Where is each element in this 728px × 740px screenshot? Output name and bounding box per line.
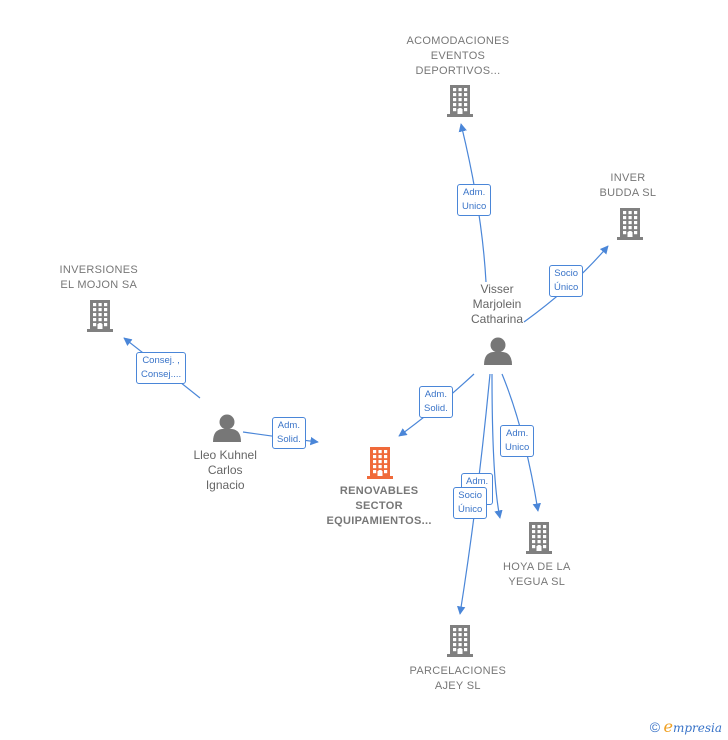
edge-label-line: Consej.... — [141, 369, 182, 380]
node-label-line: DEPORTIVOS... — [415, 65, 501, 77]
copyright-icon: © — [649, 719, 661, 735]
brand-logo: empresia — [663, 717, 722, 736]
node-label-line: INVER — [610, 172, 646, 184]
node-label-line: BUDDA SL — [599, 187, 657, 199]
node-label-line: SECTOR — [355, 500, 403, 512]
edge-label-line: Consej. , — [142, 355, 180, 366]
node-label-line: Marjolein — [472, 297, 522, 311]
person-icon[interactable] — [484, 337, 512, 366]
edge-label-visser-hoya[interactable]: Adm. Unico — [500, 425, 535, 457]
edge-label-line: Adm. — [466, 476, 489, 487]
edge-label-line: Unico — [505, 442, 530, 453]
node-label-line: EVENTOS — [430, 50, 486, 62]
node-label-inversiones-mojon[interactable]: INVERSIONES EL MOJON SA — [60, 263, 139, 293]
footer-brand[interactable]: © empresia — [650, 717, 722, 736]
building-icon[interactable] — [447, 85, 473, 117]
building-icon[interactable] — [87, 300, 113, 332]
node-label-line: PARCELACIONES — [409, 665, 507, 677]
edge-label-line: Solid. — [277, 434, 301, 445]
node-label-line: Carlos — [207, 463, 243, 477]
building-icon[interactable] — [367, 447, 393, 479]
node-label-line: Catharina — [471, 312, 524, 326]
building-icon[interactable] — [447, 625, 473, 657]
edge-label-line: Adm. — [463, 187, 486, 198]
building-icon[interactable] — [617, 208, 643, 240]
node-label-line: AJEY SL — [434, 680, 481, 692]
node-label-line: HOYA DE LA — [503, 561, 571, 573]
edge-label-line: Único — [458, 504, 483, 515]
node-label-line: YEGUA SL — [508, 576, 566, 588]
edge-label-lleo-renovables[interactable]: Adm. Solid. — [272, 417, 306, 449]
edge-label-line: Adm. — [506, 428, 529, 439]
edge-label-line: Socio — [554, 268, 579, 279]
building-icon[interactable] — [526, 522, 552, 554]
edge-label-line: Adm. — [277, 420, 300, 431]
edge-label-line: Unico — [462, 201, 487, 212]
node-label-renovables[interactable]: RENOVABLES SECTOR EQUIPAMIENTOS... — [327, 484, 432, 529]
edge-label-lleo-mojon[interactable]: Consej. , Consej.... — [136, 352, 187, 384]
nodes-layer — [87, 85, 643, 657]
edge-label-visser-acomodaciones[interactable]: Adm. Unico — [457, 184, 492, 216]
node-label-line: EQUIPAMIENTOS... — [326, 515, 432, 527]
node-label-line: Ignacio — [205, 478, 245, 492]
node-label-line: INVERSIONES — [59, 264, 138, 276]
node-label-line: EL MOJON SA — [60, 279, 138, 291]
node-label-line: RENOVABLES — [339, 485, 419, 497]
node-label-parcelaciones[interactable]: PARCELACIONES AJEY SL — [410, 664, 507, 694]
person-icon[interactable] — [213, 414, 241, 443]
edge-visser-parcelaciones-adm — [491, 373, 503, 519]
edge-label-line: Adm. — [424, 389, 447, 400]
edge-label-visser-renovables[interactable]: Adm. Solid. — [419, 386, 453, 418]
node-label-line: Visser — [480, 282, 514, 296]
node-label-acomodaciones[interactable]: ACOMODACIONES EVENTOS DEPORTIVOS... — [407, 34, 510, 79]
edge-label-line: Solid. — [424, 403, 448, 414]
node-label-line: ACOMODACIONES — [406, 35, 510, 47]
edge-label-line: Único — [554, 282, 579, 293]
node-label-line: Lleo Kuhnel — [193, 448, 257, 462]
node-label-inver-budda[interactable]: INVER BUDDA SL — [600, 171, 657, 201]
node-label-hoya[interactable]: HOYA DE LA YEGUA SL — [503, 560, 571, 590]
edge-label-line: Socio — [458, 490, 483, 501]
